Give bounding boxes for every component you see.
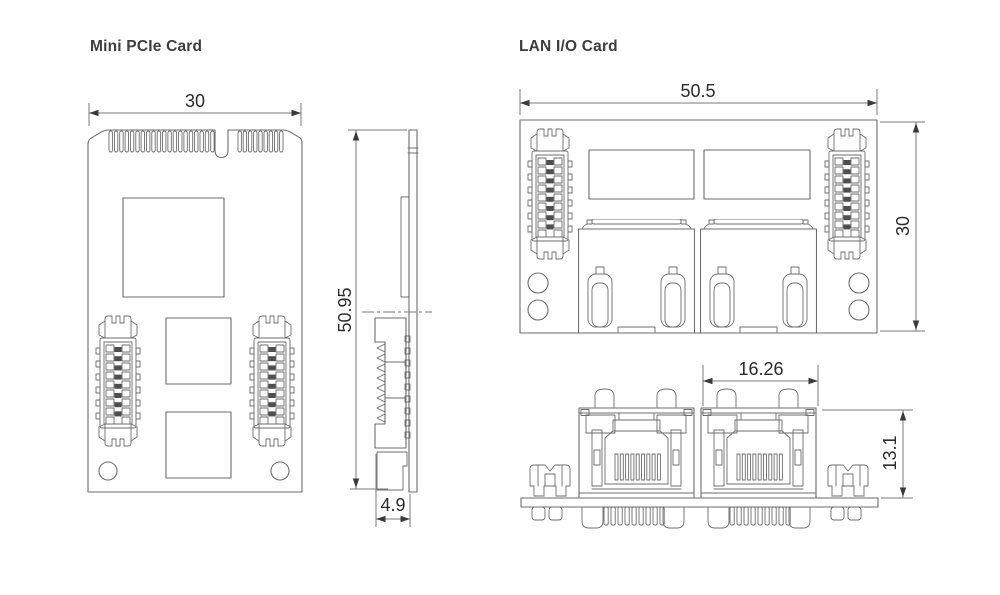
mini-pcie-front-view: [87, 129, 303, 493]
connector-side: [374, 317, 407, 449]
lan-io-front-view: [520, 388, 879, 529]
dim-label-lan-height: 30: [893, 216, 913, 236]
dim-lan-width: 50.5: [519, 81, 878, 115]
chip-rect: [588, 149, 695, 200]
edge-connector-fingers: [108, 130, 284, 153]
chip-side: [400, 196, 410, 298]
dim-label-lan-width: 50.5: [680, 81, 715, 101]
chip-rect: [703, 149, 811, 200]
dim-label-connector-standoff: 4.9: [380, 495, 405, 515]
mini-pcie-title: Mini PCIe Card: [90, 38, 203, 55]
dim-label-mini-width: 30: [185, 91, 205, 111]
mini-pcie-side-view: [362, 129, 432, 493]
dim-mini-pcie-connector-standoff: 4.9: [375, 454, 411, 527]
chip-rect: [165, 317, 232, 385]
dim-label-mini-height: 50.95: [335, 287, 355, 332]
chip-rect: [165, 411, 232, 479]
mounting-hole: [527, 272, 549, 294]
lan-io-title: LAN I/O Card: [519, 38, 618, 55]
mounting-hole: [270, 461, 290, 481]
connector-pads: [404, 335, 411, 439]
lan-card-outline: [519, 119, 878, 334]
chip-rect: [122, 197, 225, 298]
mounting-hole: [848, 299, 870, 321]
dim-label-rj45-height: 13.1: [880, 435, 900, 470]
mounting-hole: [98, 461, 118, 481]
dim-label-rj45-width: 16.26: [738, 359, 783, 379]
dim-rj45-height: 13.1: [822, 409, 913, 499]
through-hole-pins: [531, 506, 862, 529]
dim-mini-pcie-width: 30: [88, 91, 302, 126]
mounting-hole: [527, 299, 549, 321]
lan-io-top-view: [519, 119, 878, 334]
dim-mini-pcie-height: 50.95: [335, 129, 407, 490]
board-edge: [408, 129, 418, 493]
board-edge: [520, 497, 879, 508]
dim-rj45-width: 16.26: [702, 359, 819, 406]
mounting-hole: [848, 272, 870, 294]
mini-pcie-card-outline: [87, 129, 303, 493]
dim-lan-height: 30: [880, 121, 925, 332]
